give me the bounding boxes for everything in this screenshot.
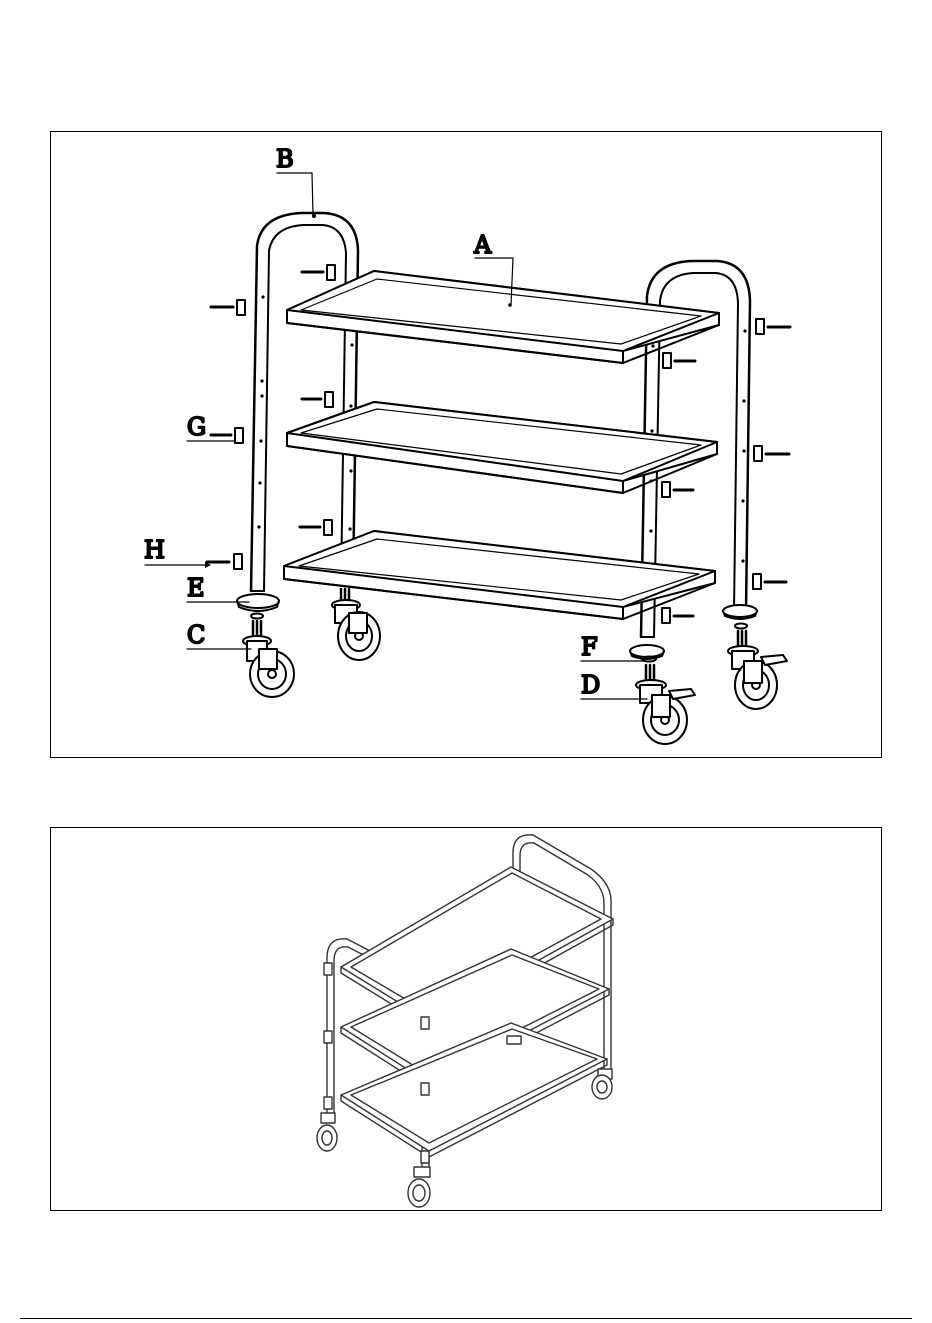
page-bottom-rule — [20, 1318, 912, 1319]
label-f: F — [581, 633, 598, 661]
label-h: H — [144, 536, 165, 564]
label-c: C — [187, 621, 205, 649]
top-tray — [287, 271, 719, 363]
label-e: E — [187, 574, 205, 602]
label-d: D — [581, 671, 600, 699]
assembled-cart-diagram — [51, 828, 883, 1212]
cart-trays — [341, 867, 613, 1157]
label-a: A — [473, 231, 492, 259]
label-b: B — [276, 145, 294, 173]
casters — [243, 589, 787, 744]
left-frame — [251, 213, 358, 591]
label-g: G — [187, 413, 206, 441]
exploded-assembly-panel: B A G H E C F D — [50, 131, 882, 758]
exploded-assembly-diagram: B A G H E C F D — [51, 132, 883, 759]
assembled-cart-panel — [50, 827, 882, 1211]
middle-tray — [287, 402, 717, 493]
